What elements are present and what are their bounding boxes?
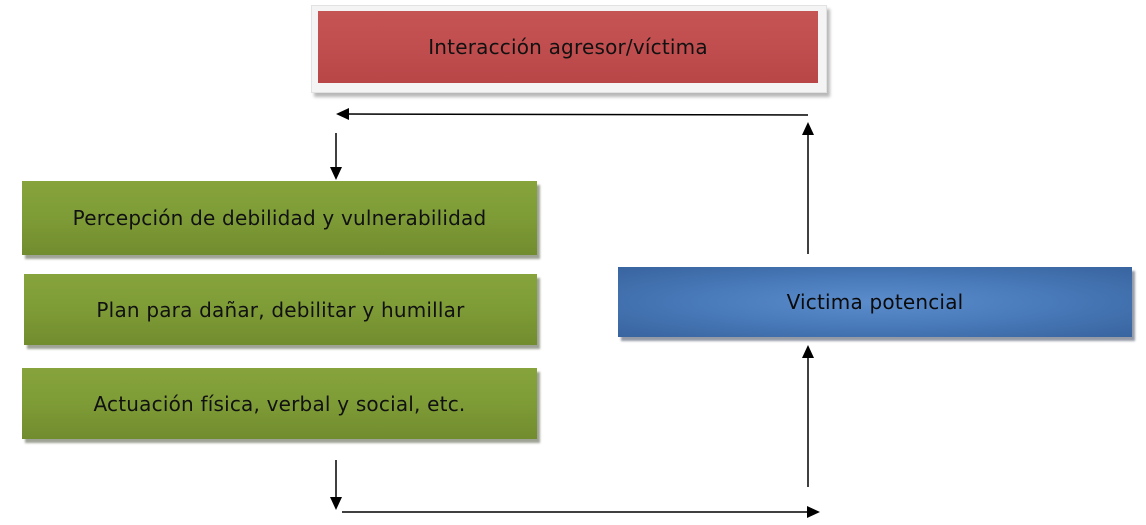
left-box-action: Actuación física, verbal y social, etc. (22, 368, 537, 439)
arrow-bottom-right (342, 506, 820, 518)
arrow-up-into-victim (802, 345, 814, 487)
left-box-label: Percepción de debilidad y vulnerabilidad (72, 206, 487, 230)
left-box-label: Actuación física, verbal y social, etc. (93, 391, 466, 416)
right-box-label: Victima potencial (786, 290, 964, 314)
arrow-down-into-perception (330, 133, 342, 180)
right-box-potential-victim: Victima potencial (618, 267, 1132, 337)
arrow-top-left (336, 108, 809, 120)
arrow-up-from-victim (802, 122, 814, 254)
top-box-interaction: Interacción agresor/víctima (318, 11, 818, 83)
top-box-label: Interacción agresor/víctima (428, 35, 708, 59)
left-box-perception: Percepción de debilidad y vulnerabilidad (22, 181, 537, 255)
left-box-label: Plan para dañar, debilitar y humillar (96, 297, 465, 322)
arrow-down-after-action (330, 460, 342, 510)
left-box-plan: Plan para dañar, debilitar y humillar (24, 274, 537, 345)
